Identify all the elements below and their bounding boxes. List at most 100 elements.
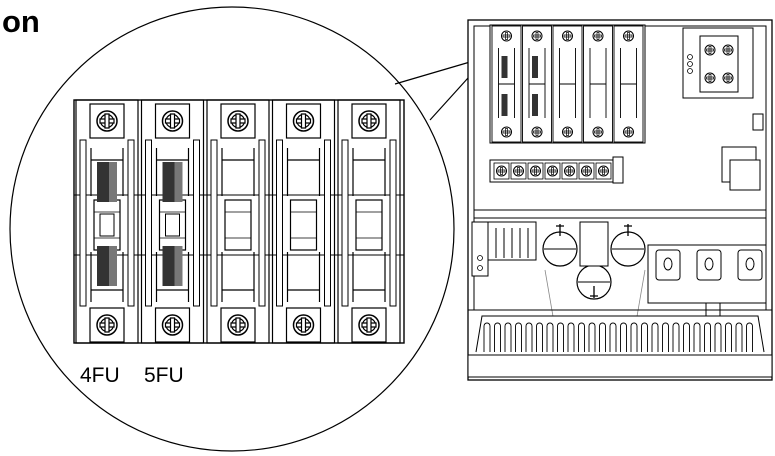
vent-slot (630, 322, 638, 352)
fuse-clip-upper (352, 148, 386, 196)
fuse-clip-lower (286, 252, 321, 302)
panel-fuse-holder-3 (552, 25, 583, 143)
vent-slot (704, 322, 711, 352)
panel-fuse-body (613, 25, 644, 143)
screw-icon (562, 30, 573, 42)
panel-fuse-clip (559, 48, 576, 118)
title-fragment: on (2, 4, 40, 39)
vent-slot (525, 322, 533, 352)
panel-relay (721, 146, 761, 191)
screw-icon (592, 30, 604, 42)
panel-fuse-holder-1 (491, 25, 522, 143)
vent-slot (588, 322, 596, 352)
vent-slot (578, 322, 585, 352)
panel-side-clip (752, 113, 764, 131)
vent-slot (515, 322, 522, 352)
fuse-cap-lower-mid (109, 246, 117, 286)
vent-slot (557, 322, 564, 352)
vent-slot (693, 322, 701, 352)
panel-fuse-cap (501, 94, 508, 116)
fuse-tube (289, 199, 318, 251)
panel-fuse-holder-4 (583, 25, 613, 143)
screw-icon (623, 126, 634, 138)
holder-rail-left (79, 139, 87, 307)
fuse-holder-body (75, 99, 139, 344)
panel-fuse-clip (620, 48, 637, 118)
screw-icon (161, 110, 184, 132)
screw-icon (496, 165, 507, 177)
screw-icon (96, 110, 118, 132)
fuse-clip-upper (221, 148, 255, 196)
holder-rail-left (341, 139, 349, 307)
screw-icon (292, 314, 315, 336)
fuse-clip-lower (90, 252, 124, 302)
fuse-clip-upper (155, 148, 190, 196)
vent-slot (504, 322, 512, 352)
panel-fuse-body (491, 25, 522, 143)
fuse-cap-upper-mid (109, 162, 117, 202)
screw-icon (227, 110, 249, 132)
vent-slot (620, 322, 627, 352)
screw-icon (292, 110, 315, 132)
panel-fuse-cap (501, 56, 508, 78)
screw-icon (623, 30, 634, 42)
screw-icon (513, 165, 524, 177)
fuse-tube (224, 199, 252, 251)
panel-fuse-cap (532, 56, 538, 78)
vent-slot (746, 322, 753, 352)
panel-lower-section (471, 209, 767, 338)
fuse-clip-upper (90, 148, 124, 196)
panel-fuse-holder-2 (522, 25, 552, 143)
vent-slot (641, 322, 648, 352)
screw-icon (592, 126, 604, 138)
holder-rail-right (193, 139, 200, 307)
vent-slot (567, 322, 575, 352)
screw-icon (358, 314, 380, 336)
fuse-holder-body (206, 99, 270, 344)
zoomed-fuse-block (73, 99, 405, 344)
fuse-holder-body (271, 99, 336, 344)
vent-slot (651, 322, 659, 352)
fuse-cap-upper-dark (97, 162, 109, 202)
screw-icon (358, 110, 380, 132)
fuse-cap-lower-dark (162, 246, 175, 286)
fuse-cap-lower-mid (174, 246, 183, 286)
holder-rail-right (258, 139, 266, 307)
vent-slot (546, 322, 554, 352)
fuse-clip-upper (286, 148, 321, 196)
holder-rail-right (127, 139, 135, 307)
fuse-cap-upper-dark (162, 162, 175, 202)
drive-panel-overview (467, 19, 773, 381)
panel-terminal-strip (489, 156, 624, 184)
vent-slot (536, 322, 543, 352)
screw-icon (96, 314, 118, 336)
fuse-label-5fu: 5FU (144, 364, 184, 387)
panel-fuse-body (583, 25, 613, 143)
screw-icon (531, 30, 543, 42)
screw-icon (562, 126, 573, 138)
vent-slot (662, 322, 669, 352)
panel-fuse-body (522, 25, 552, 143)
holder-rail-left (145, 139, 152, 307)
panel-vent-grille (467, 309, 773, 378)
fuse-element-window (165, 213, 180, 237)
fuse-label-4fu: 4FU (80, 364, 120, 387)
screw-icon (547, 165, 558, 177)
vent-slot (683, 322, 690, 352)
holder-rail-left (210, 139, 218, 307)
holder-rail-left (276, 139, 283, 307)
panel-fuse-body (552, 25, 583, 143)
panel-fuse-cap (532, 94, 538, 116)
panel-fuse-clip (589, 48, 607, 118)
fuse-cap-upper-mid (174, 162, 183, 202)
vent-slot (735, 322, 743, 352)
fuse-element-window (99, 213, 115, 237)
vent-slot (483, 322, 491, 352)
fuse-tube (355, 199, 383, 251)
vent-slot (599, 322, 606, 352)
fuse-holder-3 (206, 99, 270, 344)
fuse-cap-lower-dark (97, 246, 109, 286)
panel-terminal-box (682, 27, 754, 99)
screw-icon (161, 314, 184, 336)
